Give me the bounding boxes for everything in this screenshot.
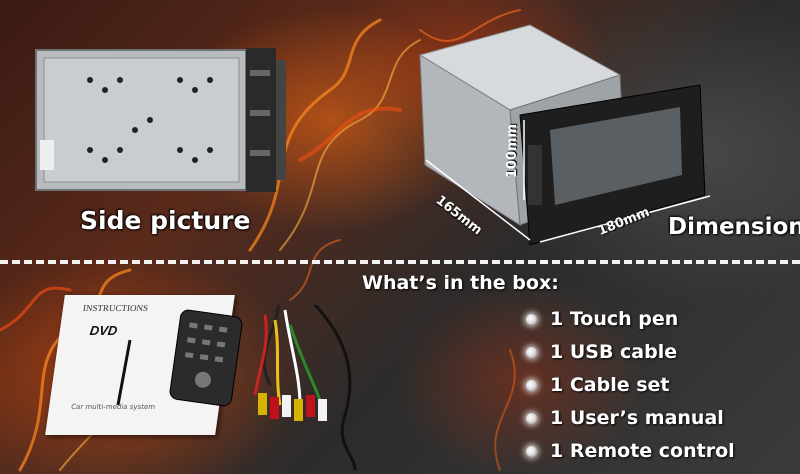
list-item: 1 Touch pen	[526, 303, 735, 336]
height-dimension: 100mm	[505, 123, 520, 178]
accessories-image	[116, 305, 357, 471]
side-picture-label: Side picture	[80, 206, 251, 235]
bullet-icon	[526, 380, 537, 391]
dimension-label: Dimension	[668, 214, 800, 240]
section-divider	[0, 260, 800, 264]
touch-pen-icon	[116, 339, 132, 406]
bullet-icon	[526, 413, 537, 424]
list-item: 1 Cable set	[526, 369, 735, 402]
cable-set-icon	[253, 305, 357, 471]
list-item-label: 1 Touch pen	[550, 308, 679, 330]
bullet-icon	[526, 347, 537, 358]
list-item: 1 USB cable	[526, 336, 735, 369]
list-item-label: 1 Cable set	[550, 374, 670, 396]
list-item-label: 1 USB cable	[550, 341, 678, 363]
dimension-lines	[425, 120, 711, 243]
list-item: 1 Remote control	[526, 435, 735, 468]
box-contents-title: What’s in the box:	[362, 272, 559, 294]
rca-plugs-icon	[258, 393, 327, 421]
bullet-icon	[526, 446, 537, 457]
bullet-icon	[526, 314, 537, 325]
list-item: 1 User’s manual	[526, 402, 735, 435]
side-view-image	[35, 48, 286, 192]
dimension-view-image	[418, 24, 706, 245]
box-contents-list: 1 Touch pen 1 USB cable 1 Cable set 1 Us…	[526, 303, 735, 468]
list-item-label: 1 Remote control	[550, 440, 735, 462]
list-item-label: 1 User’s manual	[550, 407, 724, 429]
